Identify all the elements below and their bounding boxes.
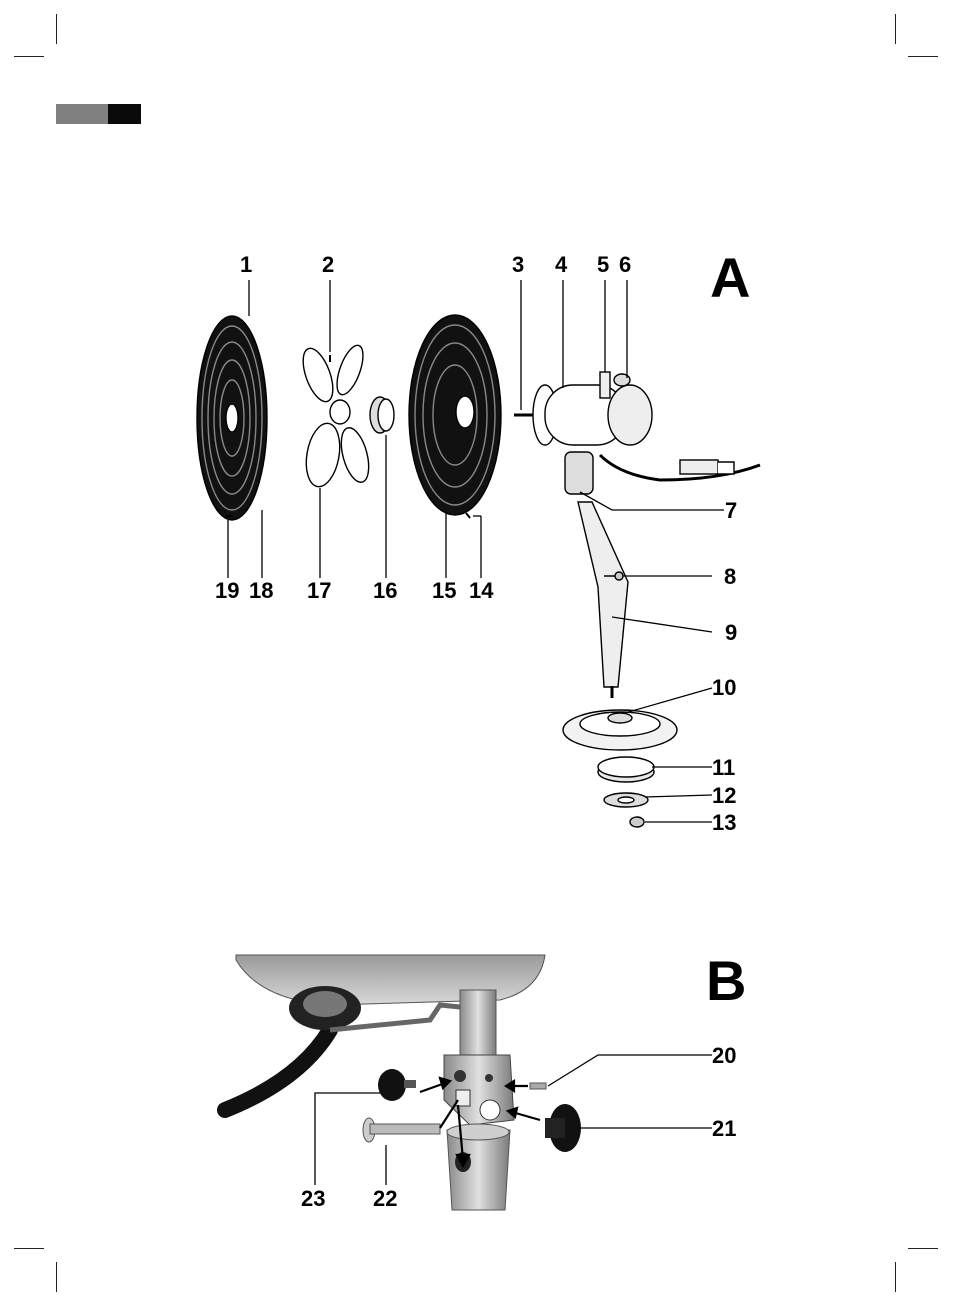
label-23: 23 <box>301 1188 325 1210</box>
label-20: 20 <box>712 1045 736 1067</box>
label-21: 21 <box>712 1118 736 1140</box>
label-22: 22 <box>373 1188 397 1210</box>
